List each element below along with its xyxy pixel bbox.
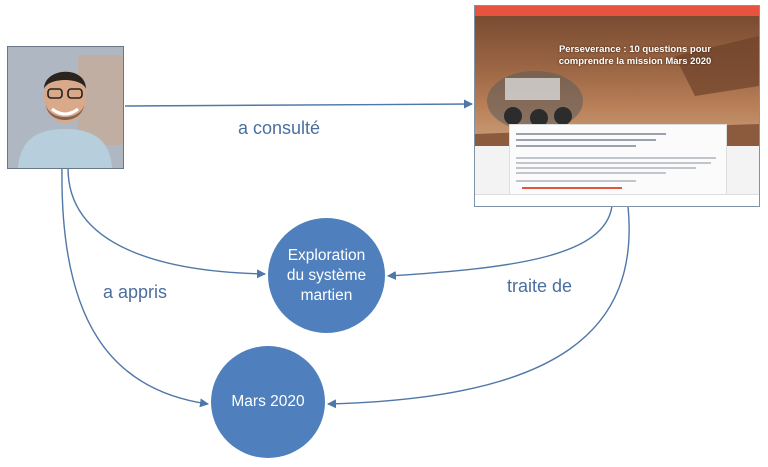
edge-learned-exploration xyxy=(67,167,266,279)
edge-label-about: traite de xyxy=(507,276,573,296)
node-mars2020-label: Mars 2020 xyxy=(231,393,305,410)
text-line xyxy=(516,157,716,159)
text-line xyxy=(516,145,636,147)
text-line xyxy=(516,139,656,141)
edge-label-consulted: a consulté xyxy=(238,118,321,138)
node-mars2020: Mars 2020 xyxy=(211,346,325,458)
text-line xyxy=(516,167,696,169)
edge-label-learned: a appris xyxy=(103,282,168,302)
article-screenshot: Perseverance : 10 questions pour compren… xyxy=(474,5,760,207)
article-topbar xyxy=(475,6,759,16)
person-photo xyxy=(7,46,124,169)
node-exploration-label: Exploration du système martien xyxy=(286,246,367,304)
text-line xyxy=(516,133,666,135)
node-exploration: Exploration du système martien xyxy=(268,218,385,333)
article-title: Perseverance : 10 questions pour compren… xyxy=(558,44,712,67)
article-footer-bar xyxy=(475,194,759,206)
edge-consulted xyxy=(124,99,473,109)
edge-learned-mars xyxy=(61,167,209,408)
text-line xyxy=(516,162,711,164)
edge-about-mars xyxy=(327,205,630,409)
text-line xyxy=(516,180,636,182)
edge-about-exploration xyxy=(387,205,613,281)
text-line xyxy=(516,172,666,174)
article-body-card xyxy=(509,124,727,202)
text-line xyxy=(522,187,622,189)
